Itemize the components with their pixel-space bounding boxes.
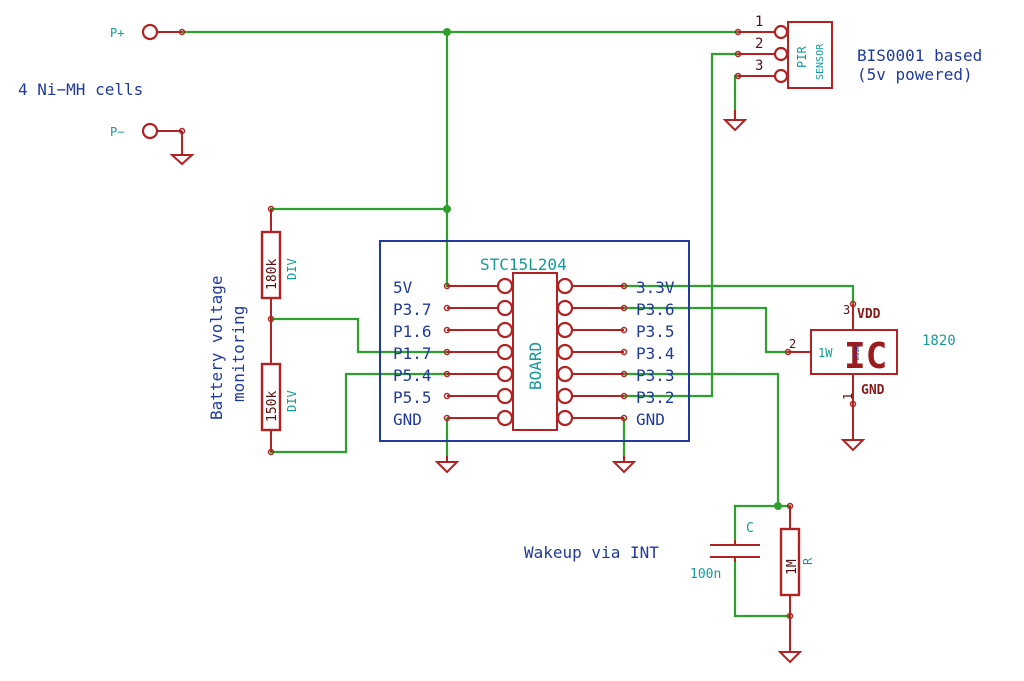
junction-dot <box>443 28 451 36</box>
ground-icon <box>434 456 460 474</box>
sensor-small-mark: DS18 <box>854 345 861 360</box>
board-pin-label-right: GND <box>636 410 665 429</box>
battery-note: 4 Ni−MH cells <box>18 80 143 99</box>
junction-dot <box>443 205 451 213</box>
divider-note-line1: Battery voltage <box>207 276 226 421</box>
board-pin-label-left: GND <box>393 410 422 429</box>
pir-sensor: 1 2 3 PIR SENSOR BIS0001 based (5v power… <box>734 14 982 89</box>
board-pin-label-left: P5.4 <box>393 366 432 385</box>
board-pin-label-right: P3.2 <box>636 388 675 407</box>
pir-pin-1: 1 <box>738 14 789 40</box>
sensor-gnd-pin-num: 1 <box>841 393 855 400</box>
ground-icon <box>722 110 748 132</box>
board-pin-label-right: 3.3V <box>636 278 675 297</box>
p-minus-label: P− <box>110 125 124 139</box>
board-chip-label: BOARD <box>526 342 545 390</box>
board-right-pin <box>556 365 628 383</box>
p-plus-label: P+ <box>110 26 124 40</box>
divider-note-line2: monitoring <box>229 306 248 402</box>
pir-pin-3-num: 3 <box>755 58 763 74</box>
board-right-pin <box>556 321 628 339</box>
ground-icon <box>840 404 866 452</box>
voltage-divider: 180k DIV 150k DIV Battery voltage monito… <box>207 205 299 456</box>
board-right-pins <box>556 277 628 427</box>
board-pin-label-right: P3.6 <box>636 300 675 319</box>
board-left-pin <box>443 299 514 317</box>
sensor-data-label: 1W <box>818 346 833 360</box>
wires <box>180 30 855 618</box>
ic-mark-icon: IC <box>844 336 887 377</box>
capacitor-ref: C <box>746 521 754 536</box>
pir-note-line1: BIS0001 based <box>857 46 982 65</box>
pir-note-line2: (5v powered) <box>857 65 973 84</box>
board-right-pin <box>556 277 628 295</box>
board-pin-label-left: P3.7 <box>393 300 432 319</box>
board-pin-label-right: P3.5 <box>636 322 675 341</box>
pir-label-bottom: SENSOR <box>815 43 826 80</box>
sensor-vdd-label: VDD <box>857 307 881 322</box>
ground-icon <box>777 616 803 664</box>
ground-icon <box>169 131 195 166</box>
board-pin-label-left: 5V <box>393 278 413 297</box>
board-outline <box>379 240 690 442</box>
junction-dot <box>774 502 782 510</box>
ground-icon <box>611 456 637 474</box>
resistor-150k-ref: DIV <box>285 390 299 412</box>
p-minus-terminal <box>141 122 159 140</box>
pir-pin-2-num: 2 <box>755 36 763 52</box>
pir-pin-3: 3 <box>738 58 789 84</box>
pir-label-top: PIR <box>795 46 809 68</box>
sensor-data-pin-num: 2 <box>789 337 796 351</box>
resistor-150k-value: 150k <box>265 391 280 422</box>
wakeup-rc: 1M R C 100n Wakeup via INT <box>524 502 815 620</box>
power-input: P+ P− 4 Ni−MH cells <box>18 23 186 140</box>
resistor-1m-value: 1M <box>785 559 800 575</box>
board-left-pin <box>443 365 514 383</box>
pir-pin-1-num: 1 <box>755 14 763 30</box>
sensor-1820-label: 1820 <box>922 333 956 349</box>
board-pin-label-left: P1.7 <box>393 344 432 363</box>
sensor-1820: 3 VDD 2 1W IC DS18 GND 1 1820 <box>784 300 956 408</box>
board-pin-label-right: P3.4 <box>636 344 675 363</box>
junctions <box>443 28 782 510</box>
mcu-board: STC15L204 BOARD 5V P3.7 P1.6 P1.7 P5.4 P… <box>379 240 690 442</box>
board-left-pin <box>443 343 514 361</box>
p-plus-terminal <box>141 23 159 41</box>
wakeup-note: Wakeup via INT <box>524 543 659 562</box>
board-right-pin <box>556 343 628 361</box>
board-left-pin <box>443 409 514 427</box>
board-pin-label-left: P5.5 <box>393 388 432 407</box>
resistor-180k-ref: DIV <box>285 258 299 280</box>
board-left-pin <box>443 277 514 295</box>
board-left-pins <box>443 277 514 427</box>
board-pin-label-right: P3.3 <box>636 366 675 385</box>
capacitor-value: 100n <box>690 567 721 582</box>
sensor-gnd-label: GND <box>861 383 885 398</box>
resistor-180k-value: 180k <box>265 259 280 290</box>
board-title: STC15L204 <box>480 255 567 274</box>
board-right-pin <box>556 299 628 317</box>
board-pin-label-left: P1.6 <box>393 322 432 341</box>
board-right-pin <box>556 409 628 427</box>
pir-pin-2: 2 <box>738 36 789 62</box>
ground-symbols <box>169 110 866 664</box>
board-left-pin <box>443 321 514 339</box>
sensor-vdd-pin-num: 3 <box>843 303 850 317</box>
resistor-1m-ref: R <box>801 557 815 565</box>
board-left-pin <box>443 387 514 405</box>
board-right-pin <box>556 387 628 405</box>
